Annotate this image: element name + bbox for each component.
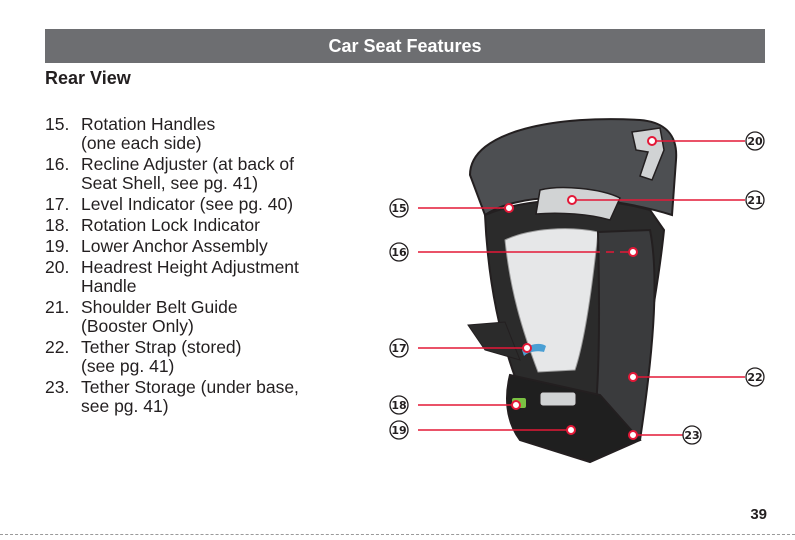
feature-item-15: 15. Rotation Handles (one each side) [45, 115, 345, 153]
callout-label: 18 [391, 399, 406, 412]
headrest [468, 118, 678, 217]
feature-list: 15. Rotation Handles (one each side) 16.… [45, 115, 345, 418]
feature-text: Rotation Handles (one each side) [81, 115, 345, 153]
callout-label: 21 [747, 194, 762, 207]
callout-badges: 15 16 17 18 19 20 21 22 23 [389, 131, 765, 445]
feature-text: Tether Strap (stored) (see pg. 41) [81, 338, 345, 376]
feature-line: Level Indicator (see pg. 40) [81, 194, 294, 214]
callout-label: 19 [391, 424, 406, 437]
feature-line: Tether Strap (stored) [81, 337, 242, 357]
anchor-strap [539, 391, 577, 407]
feature-item-17: 17. Level Indicator (see pg. 40) [45, 195, 345, 214]
car-seat-illustration [467, 118, 678, 464]
callout-18: 18 [389, 395, 409, 415]
feature-line: Shoulder Belt Guide [81, 297, 238, 317]
section-header-bar: Car Seat Features [45, 29, 765, 63]
feature-number: 16. [45, 154, 70, 174]
side-bolster [535, 186, 621, 221]
feature-line: (one each side) [81, 133, 202, 153]
callout-22: 22 [745, 367, 765, 387]
feature-line: Rotation Lock Indicator [81, 215, 260, 235]
feature-item-20: 20. Headrest Height Adjustment Handle [45, 258, 345, 296]
feature-item-18: 18. Rotation Lock Indicator [45, 216, 345, 235]
feature-line: Seat Shell, see pg. 41) [81, 173, 259, 193]
callout-anchor-dots [504, 136, 657, 440]
feature-text: Lower Anchor Assembly [81, 237, 345, 256]
feature-text: Rotation Lock Indicator [81, 216, 345, 235]
feature-number: 17. [45, 194, 70, 214]
feature-number: 18. [45, 215, 70, 235]
feature-line: Rotation Handles [81, 114, 216, 134]
feature-item-21: 21. Shoulder Belt Guide (Booster Only) [45, 298, 345, 336]
header-title: Car Seat Features [328, 35, 482, 56]
feature-text: Level Indicator (see pg. 40) [81, 195, 345, 214]
feature-number: 19. [45, 236, 70, 256]
feature-number: 22. [45, 337, 70, 357]
feature-line: Lower Anchor Assembly [81, 236, 268, 256]
page-number: 39 [750, 506, 767, 523]
callout-label: 20 [747, 135, 763, 148]
callout-19: 19 [389, 420, 409, 440]
feature-text: Headrest Height Adjustment Handle [81, 258, 345, 296]
belt-flap [467, 321, 521, 361]
feature-line: (see pg. 41) [81, 356, 175, 376]
feature-item-22: 22. Tether Strap (stored) (see pg. 41) [45, 338, 345, 376]
feature-line: Handle [81, 276, 137, 296]
feature-line: (Booster Only) [81, 316, 194, 336]
callout-20: 20 [745, 131, 765, 151]
callout-label: 17 [391, 342, 406, 355]
feature-number: 21. [45, 297, 70, 317]
feature-text: Recline Adjuster (at back of Seat Shell,… [81, 155, 345, 193]
feature-number: 20. [45, 257, 70, 277]
feature-line: see pg. 41) [81, 396, 169, 416]
feature-line: Tether Storage (under base, [81, 377, 299, 397]
feature-item-16: 16. Recline Adjuster (at back of Seat Sh… [45, 155, 345, 193]
callout-21: 21 [745, 190, 765, 210]
callout-label: 23 [684, 429, 699, 442]
callout-label: 22 [747, 371, 762, 384]
callout-17: 17 [389, 338, 409, 358]
feature-number: 15. [45, 114, 70, 134]
feature-line: Headrest Height Adjustment [81, 257, 299, 277]
feature-text: Shoulder Belt Guide (Booster Only) [81, 298, 345, 336]
callout-16: 16 [389, 242, 409, 262]
feature-line: Recline Adjuster (at back of [81, 154, 295, 174]
feature-item-19: 19. Lower Anchor Assembly [45, 237, 345, 256]
callout-label: 16 [391, 246, 407, 259]
feature-item-23: 23. Tether Storage (under base, see pg. … [45, 378, 345, 416]
view-title: Rear View [45, 68, 131, 88]
feature-text: Tether Storage (under base, see pg. 41) [81, 378, 345, 416]
bottom-rule [0, 534, 795, 535]
callout-label: 15 [391, 202, 406, 215]
callout-lines [418, 140, 745, 436]
feature-number: 23. [45, 377, 70, 397]
seat-inner-panel [504, 228, 599, 373]
callout-23: 23 [682, 425, 702, 445]
callout-15: 15 [389, 198, 409, 218]
